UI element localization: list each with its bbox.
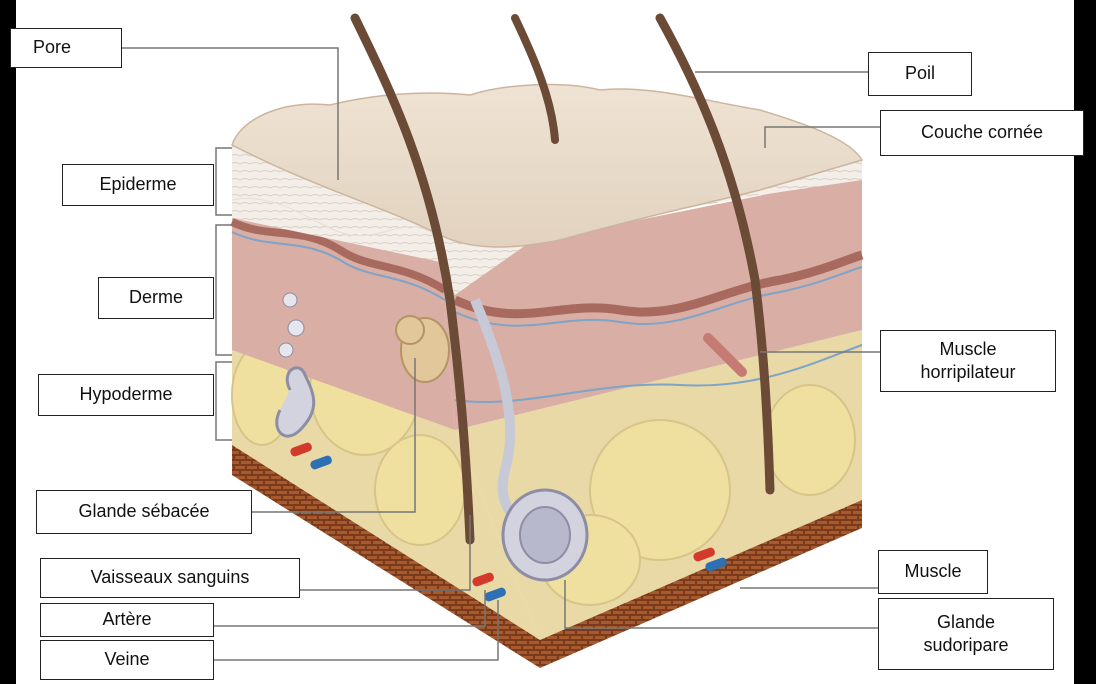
- label-epiderme: Epiderme: [62, 164, 214, 206]
- label-artere-text: Artère: [102, 608, 151, 631]
- label-glande-sebacee: Glande sébacée: [36, 490, 252, 534]
- label-couche-cornee-text: Couche cornée: [921, 121, 1043, 144]
- label-vaisseaux-sanguins: Vaisseaux sanguins: [40, 558, 300, 598]
- label-derme-text: Derme: [129, 286, 183, 309]
- label-muscle-horripilateur-line2: horripilateur: [920, 361, 1015, 384]
- label-artere: Artère: [40, 603, 214, 637]
- label-muscle: Muscle: [878, 550, 988, 594]
- label-muscle-horripilateur-line1: Muscle: [939, 338, 996, 361]
- label-muscle-horripilateur: Muscle horripilateur: [880, 330, 1056, 392]
- label-pore-text: Pore: [33, 36, 71, 59]
- label-veine-text: Veine: [104, 648, 149, 671]
- label-veine: Veine: [40, 640, 214, 680]
- label-epiderme-text: Epiderme: [99, 173, 176, 196]
- label-muscle-text: Muscle: [904, 560, 961, 583]
- label-glande-sudoripare-line2: sudoripare: [923, 634, 1008, 657]
- label-pore: Pore: [10, 28, 122, 68]
- label-glande-sudoripare-line1: Glande: [937, 611, 995, 634]
- label-couche-cornee: Couche cornée: [880, 110, 1084, 156]
- label-hypoderme-text: Hypoderme: [79, 383, 172, 406]
- label-glande-sebacee-text: Glande sébacée: [78, 500, 209, 523]
- label-vaisseaux-sanguins-text: Vaisseaux sanguins: [91, 566, 250, 589]
- label-poil: Poil: [868, 52, 972, 96]
- label-poil-text: Poil: [905, 62, 935, 85]
- label-hypoderme: Hypoderme: [38, 374, 214, 416]
- label-derme: Derme: [98, 277, 214, 319]
- layer-brackets: [216, 148, 232, 440]
- label-glande-sudoripare: Glande sudoripare: [878, 598, 1054, 670]
